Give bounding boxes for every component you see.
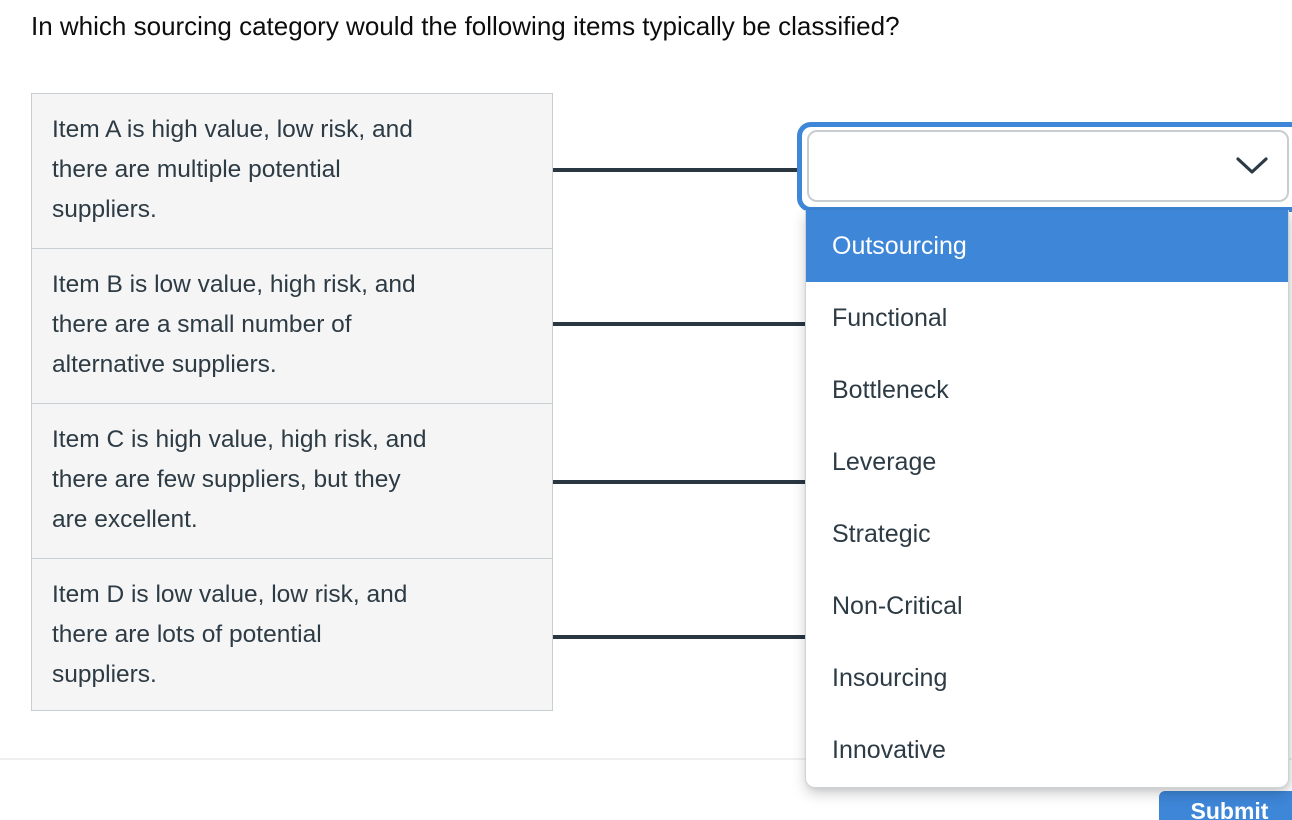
item-b-text: Item B is low value, high risk, and ther… (52, 271, 416, 378)
item-box-b: Item B is low value, high risk, and ther… (31, 248, 553, 404)
submit-button[interactable]: Submit (1159, 791, 1292, 820)
menu-option-strategic[interactable]: Strategic (806, 498, 1288, 570)
item-a-text: Item A is high value, low risk, and ther… (52, 116, 413, 223)
question-title: In which sourcing category would the fol… (31, 11, 900, 41)
item-box-c: Item C is high value, high risk, and the… (31, 403, 553, 559)
connector-line-d (553, 635, 807, 639)
dropdown-menu: Outsourcing Functional Bottleneck Levera… (805, 210, 1289, 788)
menu-option-insourcing[interactable]: Insourcing (806, 642, 1288, 714)
connector-line-a (553, 168, 799, 172)
item-box-a: Item A is high value, low risk, and ther… (31, 93, 553, 249)
menu-option-bottleneck[interactable]: Bottleneck (806, 354, 1288, 426)
item-box-d: Item D is low value, low risk, and there… (31, 558, 553, 711)
section-divider (0, 758, 1292, 760)
connector-line-c (553, 480, 807, 484)
menu-option-outsourcing[interactable]: Outsourcing (806, 210, 1288, 282)
menu-option-leverage[interactable]: Leverage (806, 426, 1288, 498)
menu-option-functional[interactable]: Functional (806, 282, 1288, 354)
combobox-focus-ring (797, 122, 1292, 212)
item-c-text: Item C is high value, high risk, and the… (52, 426, 427, 533)
menu-option-innovative[interactable]: Innovative (806, 714, 1288, 786)
connector-line-b (553, 322, 807, 326)
chevron-down-icon (1236, 157, 1268, 174)
answer-combobox[interactable] (807, 130, 1289, 202)
menu-option-non-critical[interactable]: Non-Critical (806, 570, 1288, 642)
item-d-text: Item D is low value, low risk, and there… (52, 581, 408, 688)
